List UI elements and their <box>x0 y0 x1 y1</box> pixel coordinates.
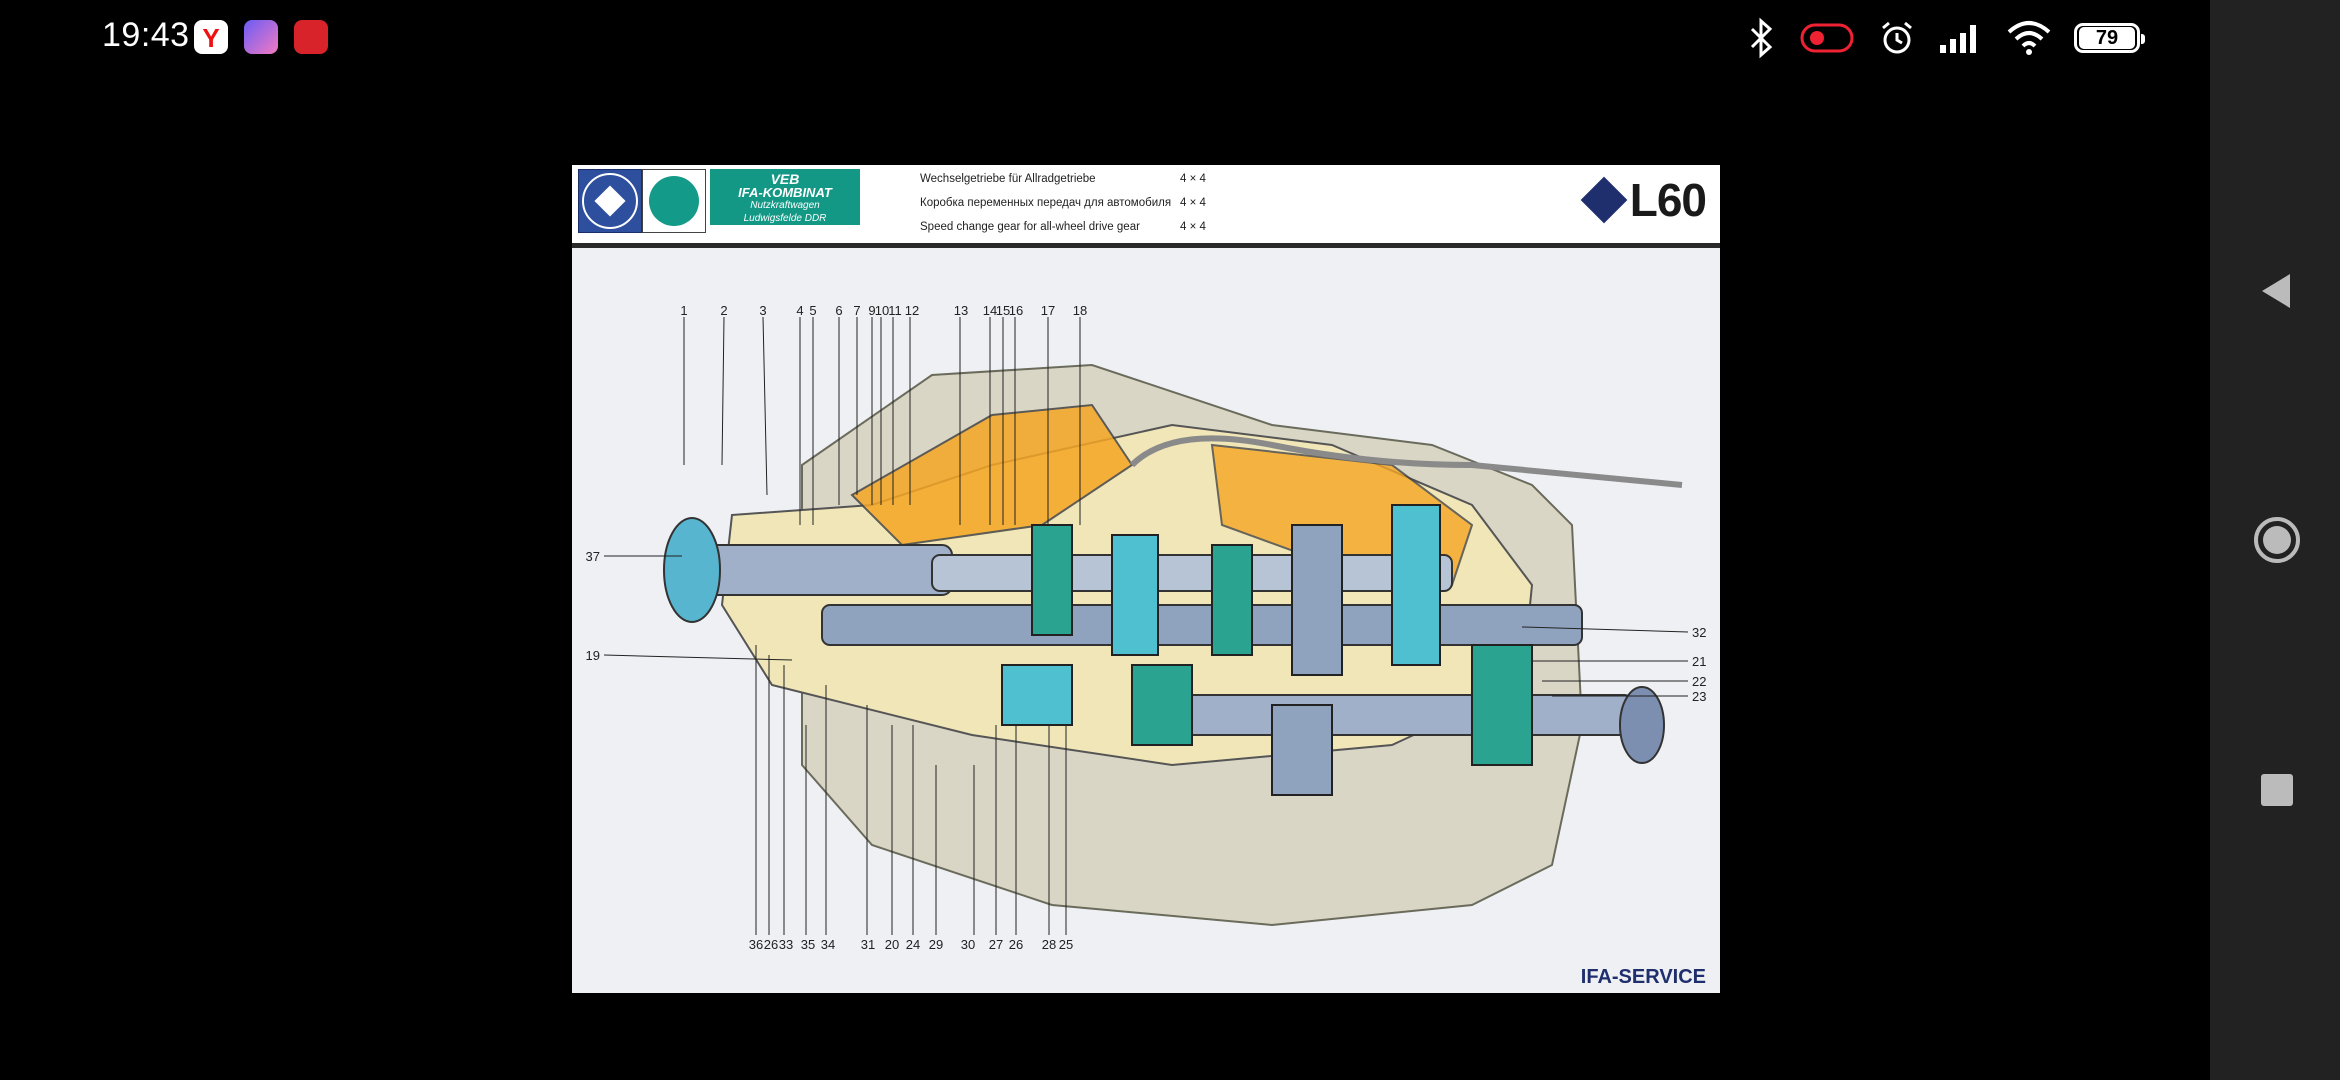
part-number: 36 <box>749 937 763 952</box>
navigation-bar <box>2210 0 2340 1080</box>
part-number: 31 <box>861 937 875 952</box>
gears <box>1001 504 1533 796</box>
title-russian: Коробка переменных передач для автомобил… <box>920 197 1172 209</box>
part-number: 22 <box>1692 674 1706 689</box>
part-number: 33 <box>779 937 793 952</box>
signal-icon <box>1940 25 1976 53</box>
part-number: 24 <box>906 937 920 952</box>
part-number: 26 <box>764 937 778 952</box>
part-number: 11 <box>888 303 902 318</box>
part-labels-bottom <box>755 645 1067 935</box>
part-numbers-bottom: 36 26 33 35 34 31 20 24 29 30 27 26 28 2… <box>749 937 1073 952</box>
title-english: Speed change gear for all-wheel drive ge… <box>920 221 1140 233</box>
part-number: 12 <box>905 303 919 318</box>
ifa-seal-logo <box>578 169 642 233</box>
part-number: 32 <box>1692 625 1706 640</box>
title-german: Wechselgetriebe für Allradgetriebe <box>920 173 1096 185</box>
part-number: 23 <box>1692 689 1706 704</box>
breather-pipe <box>1129 435 1683 488</box>
part-number: 14 <box>983 303 997 318</box>
recents-icon[interactable] <box>2259 772 2295 808</box>
bluetooth-icon <box>1750 17 1773 59</box>
system-icons: 79 <box>1744 14 2145 62</box>
part-number: 7 <box>853 303 860 318</box>
poster-header: VEB IFA-KOMBINAT Nutzkraftwagen Ludwigsf… <box>572 165 1720 248</box>
part-number: 4 <box>796 303 803 318</box>
wifi-icon <box>2007 21 2051 55</box>
assistant-app-icon <box>244 20 278 54</box>
part-number: 20 <box>885 937 899 952</box>
part-number: 5 <box>809 303 816 318</box>
alarm-icon <box>1882 21 1912 54</box>
part-number: 34 <box>821 937 835 952</box>
part-number: 37 <box>586 549 600 564</box>
part-number: 6 <box>835 303 842 318</box>
back-icon[interactable] <box>2258 270 2294 312</box>
part-number: 18 <box>1073 303 1087 318</box>
veb-kombinat-label: VEB IFA-KOMBINAT Nutzkraftwagen Ludwigsf… <box>710 169 860 225</box>
gearbox-poster: VEB IFA-KOMBINAT Nutzkraftwagen Ludwigsf… <box>572 165 1720 993</box>
vk-app-icon <box>294 20 328 54</box>
status-bar: 19:43 Y 79 <box>0 0 2210 75</box>
part-number: 16 <box>1009 303 1023 318</box>
part-number: 17 <box>1041 303 1055 318</box>
part-number: 9 <box>868 303 875 318</box>
part-number: 13 <box>954 303 968 318</box>
part-number: 29 <box>929 937 943 952</box>
part-numbers-top: 1 2 3 4 5 6 7 9 10 11 12 13 14 15 16 17 … <box>680 303 1087 318</box>
title-spec: 4 × 4 <box>1180 221 1206 233</box>
ifa-l60-brand: L60 <box>1580 173 1707 227</box>
part-number: 10 <box>875 303 889 318</box>
part-number: 2 <box>720 303 727 318</box>
gearbox-cutaway-diagram: 1 2 3 4 5 6 7 9 10 11 12 13 14 15 16 17 … <box>586 303 1707 952</box>
part-number: 15 <box>996 303 1010 318</box>
part-number: 26 <box>1009 937 1023 952</box>
title-spec: 4 × 4 <box>1180 197 1206 209</box>
title-spec: 4 × 4 <box>1180 173 1206 185</box>
part-number: 21 <box>1692 654 1706 669</box>
clock: 19:43 <box>102 16 190 54</box>
battery-indicator: 79 <box>2074 23 2145 53</box>
truck-emblem-logo <box>642 169 706 233</box>
battery-saver-icon <box>1800 23 1854 53</box>
part-labels-top <box>683 316 1081 525</box>
home-icon[interactable] <box>2252 515 2302 565</box>
kombinat-line: IFA-KOMBINAT <box>738 185 832 200</box>
ludwigsfelde-line: Ludwigsfelde DDR <box>743 213 827 224</box>
part-labels-sides <box>603 555 1689 697</box>
part-number: 25 <box>1059 937 1073 952</box>
part-number: 30 <box>961 937 975 952</box>
part-number: 28 <box>1042 937 1056 952</box>
veb-line: VEB <box>770 171 800 187</box>
model-name: L60 <box>1629 174 1707 226</box>
nutzkraftwagen-line: Nutzkraftwagen <box>750 200 820 211</box>
part-number: 19 <box>586 648 600 663</box>
ifa-service-label: IFA-SERVICE <box>1580 966 1706 988</box>
yandex-app-icon: Y <box>194 20 228 54</box>
part-number: 27 <box>989 937 1003 952</box>
part-number: 1 <box>680 303 687 318</box>
part-number: 3 <box>759 303 766 318</box>
part-numbers-sides: 37 19 32 21 22 23 <box>586 549 1707 704</box>
battery-level: 79 <box>2079 27 2135 49</box>
part-number: 35 <box>801 937 815 952</box>
svg-text:Y: Y <box>202 23 219 53</box>
